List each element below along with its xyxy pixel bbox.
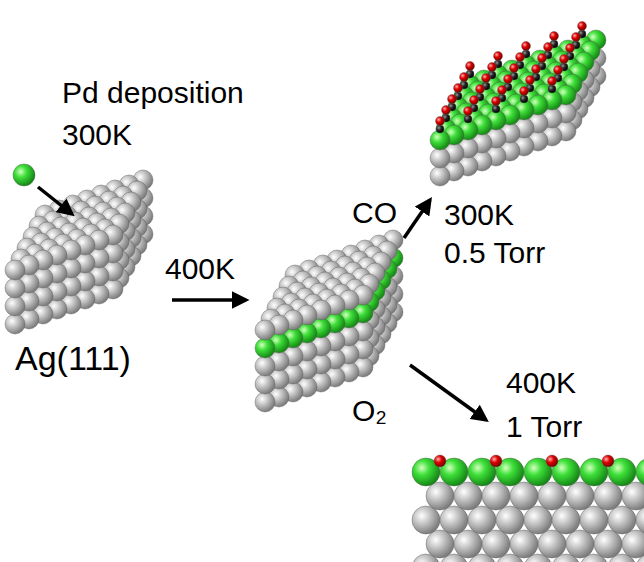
ag-atom	[538, 530, 566, 558]
temperature-label: 300K	[62, 118, 132, 151]
oxygen-atom	[548, 77, 557, 86]
ag-atom	[636, 506, 644, 534]
ag-atom	[580, 506, 608, 534]
ag-atom	[524, 506, 552, 534]
oxygen-atom	[454, 84, 463, 93]
oxygen-atom	[504, 75, 513, 84]
oxygen-atom	[488, 63, 497, 72]
temperature-label: 300K	[444, 198, 514, 231]
oxygen-atom	[550, 32, 559, 41]
ag-atom	[5, 296, 25, 316]
ag-atom	[426, 530, 454, 558]
oxygen-atom	[554, 66, 563, 75]
ag-atom	[566, 530, 594, 558]
oxygen-atom	[526, 76, 535, 85]
oxygen-atom	[498, 86, 507, 95]
ag-atom	[496, 506, 524, 534]
ag-atom	[482, 530, 510, 558]
ag-atom	[255, 392, 275, 412]
ag-atom	[510, 530, 538, 558]
ag-atom	[566, 482, 594, 510]
oxygen-atom	[566, 44, 575, 53]
oxygen-atom	[464, 107, 473, 116]
carbon-atom	[492, 105, 500, 113]
oxygen-atom	[476, 85, 485, 94]
oxygen-atom	[532, 65, 541, 74]
ag-atom	[430, 166, 450, 186]
ag-atom	[255, 320, 275, 340]
gas-label: O₂	[352, 394, 387, 427]
ag-atom	[622, 482, 644, 510]
pressure-label: 0.5 Torr	[444, 236, 545, 269]
ag-atom	[510, 482, 538, 510]
ag-atom	[5, 314, 25, 334]
temperature-label: 400K	[506, 366, 576, 399]
ag-atom	[482, 482, 510, 510]
atom-models	[5, 22, 644, 562]
oxygen-atom	[494, 52, 503, 61]
deposition-arrow	[38, 187, 72, 214]
temperature-label: 400K	[165, 252, 235, 285]
oxygen-arrow	[410, 365, 486, 420]
ag-atom	[622, 530, 644, 558]
co-arrow	[404, 200, 430, 238]
oxygen-atom	[546, 455, 558, 467]
oxygen-atom	[490, 455, 502, 467]
oxygen-atom	[466, 62, 475, 71]
oxygen-atom	[520, 87, 529, 96]
oxygen-atom	[516, 53, 525, 62]
carbon-atom	[548, 85, 556, 93]
oxygen-atom	[492, 97, 501, 106]
oxygen-atom	[538, 54, 547, 63]
ag-atom	[255, 374, 275, 394]
oxygen-atom	[522, 42, 531, 51]
process-arrows	[38, 187, 486, 420]
ag-atom	[594, 482, 622, 510]
oxygen-atom	[544, 43, 553, 52]
carbon-atom	[464, 115, 472, 123]
oxygen-atom	[572, 33, 581, 42]
oxygen-atom	[578, 22, 587, 31]
gas-label: CO	[352, 196, 397, 229]
ag-atom	[5, 260, 25, 280]
oxygen-atom	[460, 73, 469, 82]
carbon-atom	[436, 125, 444, 133]
ag-atom	[468, 506, 496, 534]
oxygen-atom	[510, 64, 519, 73]
oxygen-atom	[436, 117, 445, 126]
oxygen-atom	[470, 96, 479, 105]
ag-atom	[430, 148, 450, 168]
ag-atom	[440, 506, 468, 534]
process-label: Pd deposition	[62, 76, 244, 109]
ag-atom	[412, 506, 440, 534]
ag-atom	[538, 482, 566, 510]
oxygen-atom	[560, 55, 569, 64]
ag-atom	[454, 482, 482, 510]
pressure-label: 1 Torr	[506, 410, 582, 443]
pd-atom	[13, 164, 35, 186]
ag-atom	[255, 356, 275, 376]
pd-atom	[636, 458, 644, 486]
oxygen-atom	[442, 106, 451, 115]
surface-label: Ag(111)	[15, 340, 131, 377]
oxygen-atom	[482, 74, 491, 83]
anneal-arrow	[172, 298, 246, 302]
ag-atom	[454, 530, 482, 558]
ag-atom	[608, 506, 636, 534]
ag-atom	[552, 506, 580, 534]
oxygen-atom	[448, 95, 457, 104]
ag-atom	[594, 530, 622, 558]
carbon-atom	[520, 95, 528, 103]
oxygen-atom	[434, 455, 446, 467]
pd-atom	[255, 338, 275, 358]
ag-atom	[5, 278, 25, 298]
ag-atom	[426, 482, 454, 510]
oxygen-atom	[602, 455, 614, 467]
